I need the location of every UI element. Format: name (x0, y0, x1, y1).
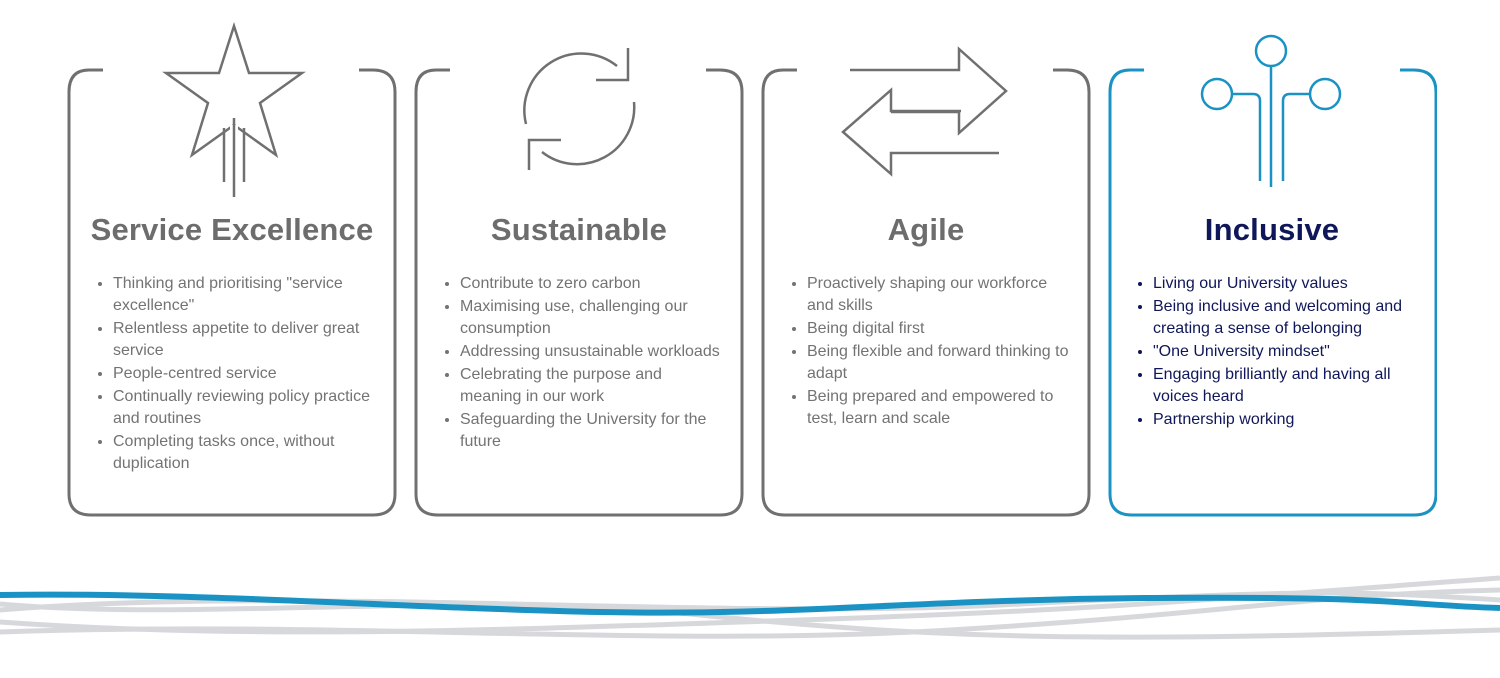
list-item: Thinking and prioritising "service excel… (113, 272, 379, 317)
list-item: Proactively shaping our workforce and sk… (807, 272, 1073, 317)
list-item: Safeguarding the University for the futu… (460, 408, 726, 453)
card-frame (1108, 68, 1437, 517)
list-item: Addressing unsustainable workloads (460, 340, 726, 363)
list-item: Being digital first (807, 317, 1073, 340)
swap-arrows-icon (841, 46, 1008, 177)
card-title: Agile (887, 212, 965, 247)
card-agile: Agile Proactively shaping our workforce … (761, 0, 1091, 520)
card-service-excellence: Service Excellence Thinking and prioriti… (67, 0, 397, 520)
card-frame (414, 68, 744, 517)
card-bullet-list: Living our University values Being inclu… (1107, 272, 1437, 431)
card-sustainable: Sustainable Contribute to zero carbon Ma… (414, 0, 744, 520)
card-frame (761, 68, 1091, 517)
list-item: Being prepared and empowered to test, le… (807, 385, 1073, 430)
list-item: Relentless appetite to deliver great ser… (113, 317, 379, 362)
list-item: People-centred service (113, 362, 379, 385)
decorative-wave-lines (0, 575, 1500, 640)
list-item: Maximising use, challenging our consumpt… (460, 295, 726, 340)
list-item: Completing tasks once, without duplicati… (113, 430, 379, 475)
list-item: Engaging brilliantly and having all voic… (1153, 363, 1419, 408)
card-bullet-list: Thinking and prioritising "service excel… (67, 272, 397, 475)
list-item: Continually reviewing policy practice an… (113, 385, 379, 430)
card-title: Service Excellence (90, 212, 374, 247)
card-frame (67, 68, 397, 517)
list-item: Being flexible and forward thinking to a… (807, 340, 1073, 385)
star-icon (162, 21, 306, 198)
list-item: Living our University values (1153, 272, 1419, 295)
list-item: Contribute to zero carbon (460, 272, 726, 295)
network-nodes-icon (1200, 34, 1342, 187)
list-item: "One University mindset" (1153, 340, 1419, 363)
card-bullet-list: Contribute to zero carbon Maximising use… (414, 272, 744, 453)
card-inclusive: Inclusive Living our University values B… (1107, 0, 1437, 520)
list-item: Partnership working (1153, 408, 1419, 431)
card-bullet-list: Proactively shaping our workforce and sk… (761, 272, 1091, 430)
list-item: Being inclusive and welcoming and creati… (1153, 295, 1419, 340)
list-item: Celebrating the purpose and meaning in o… (460, 363, 726, 408)
card-title: Sustainable (490, 212, 668, 247)
card-title: Inclusive (1204, 212, 1340, 247)
recycle-arrows-icon (523, 48, 636, 170)
